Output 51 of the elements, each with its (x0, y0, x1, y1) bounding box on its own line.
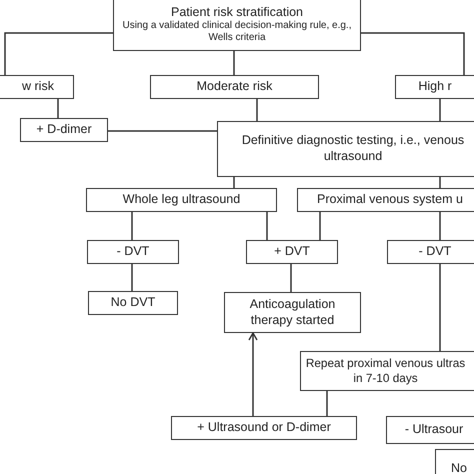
box-description: Using a validated clinical decision-making rule, e.g., Wells criteria (121, 20, 352, 44)
process-box (297, 188, 474, 212)
box-label: Proximal venous system u (316, 192, 464, 208)
connector-line (57, 99, 59, 118)
box-heading: Patient risk stratification (171, 4, 303, 20)
process-box (300, 351, 474, 391)
connector-line (108, 130, 217, 132)
connector-line (4, 32, 113, 75)
process-box (395, 75, 474, 99)
process-box (86, 188, 277, 212)
connector-line (326, 391, 328, 416)
box-label: No (450, 461, 468, 474)
process-box (171, 416, 357, 440)
box-label: + D-dimer (36, 122, 92, 138)
connector-line (266, 212, 268, 240)
arrow (248, 332, 258, 416)
connector-line (439, 264, 441, 351)
process-box (217, 121, 474, 177)
box-label: Repeat proximal venous ultras in 7-10 days (304, 356, 466, 386)
connector-line (131, 264, 133, 291)
box-label: + DVT (274, 244, 310, 260)
box-label: Definitive diagnostic testing, i.e., venous ultrasound (240, 133, 466, 165)
connector-line (319, 212, 321, 240)
box-label: Moderate risk (196, 79, 272, 95)
connector-line (233, 177, 235, 188)
box-label: - Ultrasour (404, 422, 464, 438)
process-box (386, 416, 474, 444)
box-label: Whole leg ultrasound (122, 192, 240, 208)
connector-line (290, 264, 292, 292)
process-box (387, 240, 474, 264)
connector-line (439, 212, 441, 240)
process-box (113, 0, 361, 51)
connector-line (131, 212, 133, 240)
box-label: - DVT (116, 244, 150, 260)
process-box (224, 292, 361, 333)
box-label: Anticoagulation therapy started (248, 296, 336, 328)
connector-line (439, 177, 441, 188)
box-label: - DVT (418, 244, 452, 260)
box-label: High r (417, 79, 453, 95)
connector-line (439, 99, 441, 121)
box-label: w risk (22, 79, 54, 95)
connector-line (256, 99, 258, 121)
process-box (150, 75, 319, 99)
process-box (87, 240, 179, 264)
process-box (20, 118, 108, 142)
connector-line (233, 51, 235, 75)
connector-line (361, 32, 465, 75)
process-box (246, 240, 338, 264)
box-label: + Ultrasound or D-dimer (197, 420, 331, 436)
box-label: No DVT (110, 295, 156, 311)
process-box (88, 291, 178, 315)
